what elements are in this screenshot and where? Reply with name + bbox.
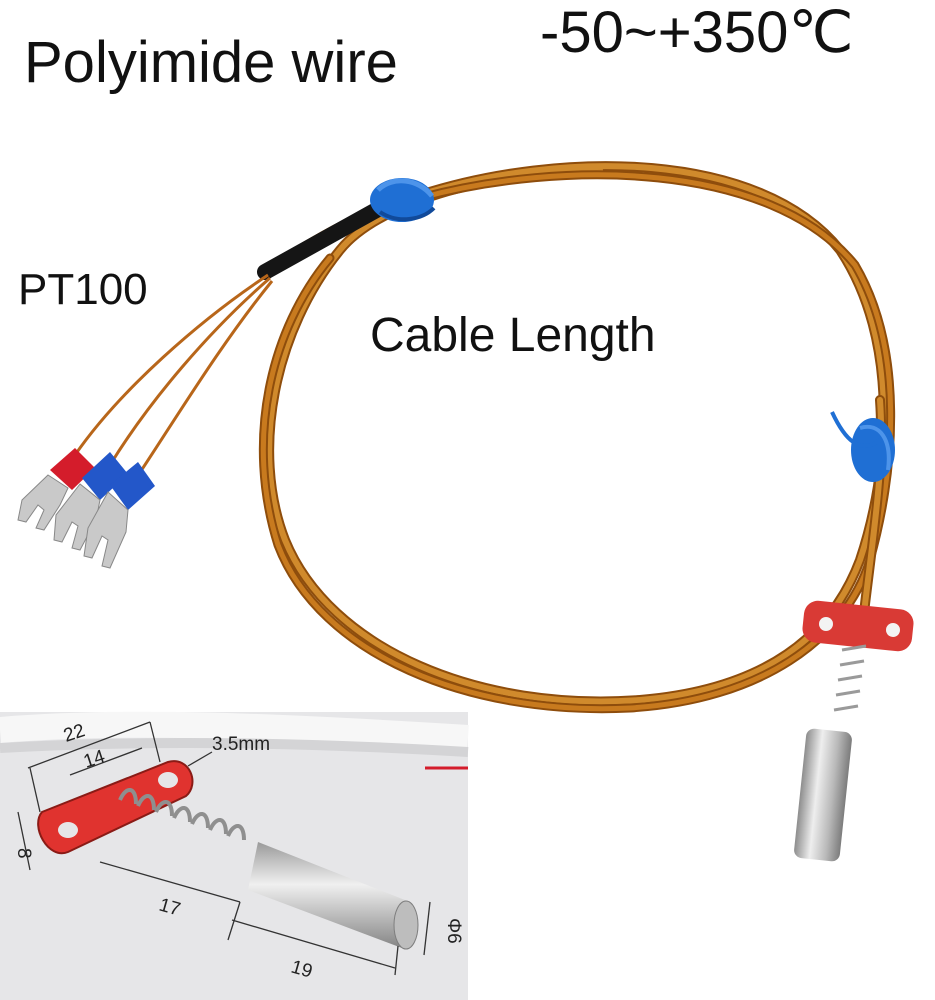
inset-detail-photo: 22 14 3.5mm 8 17 19 Φ6 [0, 711, 469, 1000]
dim-hole: 3.5mm [212, 734, 270, 755]
sensor-type-label: PT100 [18, 265, 148, 314]
lead-wires [73, 273, 274, 481]
fork-terminal-red [17, 448, 95, 531]
fork-terminal-blue-2 [83, 462, 155, 569]
title-label: Polyimide wire [24, 30, 398, 95]
dim-8: 8 [13, 848, 34, 859]
cable-loop [258, 161, 896, 714]
cable-tie-lower [830, 411, 895, 482]
cable-tie-upper [370, 178, 436, 222]
probe-assembly [794, 600, 914, 862]
dim-diameter: Φ6 [443, 918, 464, 944]
cable-length-label: Cable Length [370, 309, 656, 362]
heat-shrink-sleeve [257, 200, 388, 280]
temperature-range-label: -50~+350℃ [540, 0, 854, 65]
